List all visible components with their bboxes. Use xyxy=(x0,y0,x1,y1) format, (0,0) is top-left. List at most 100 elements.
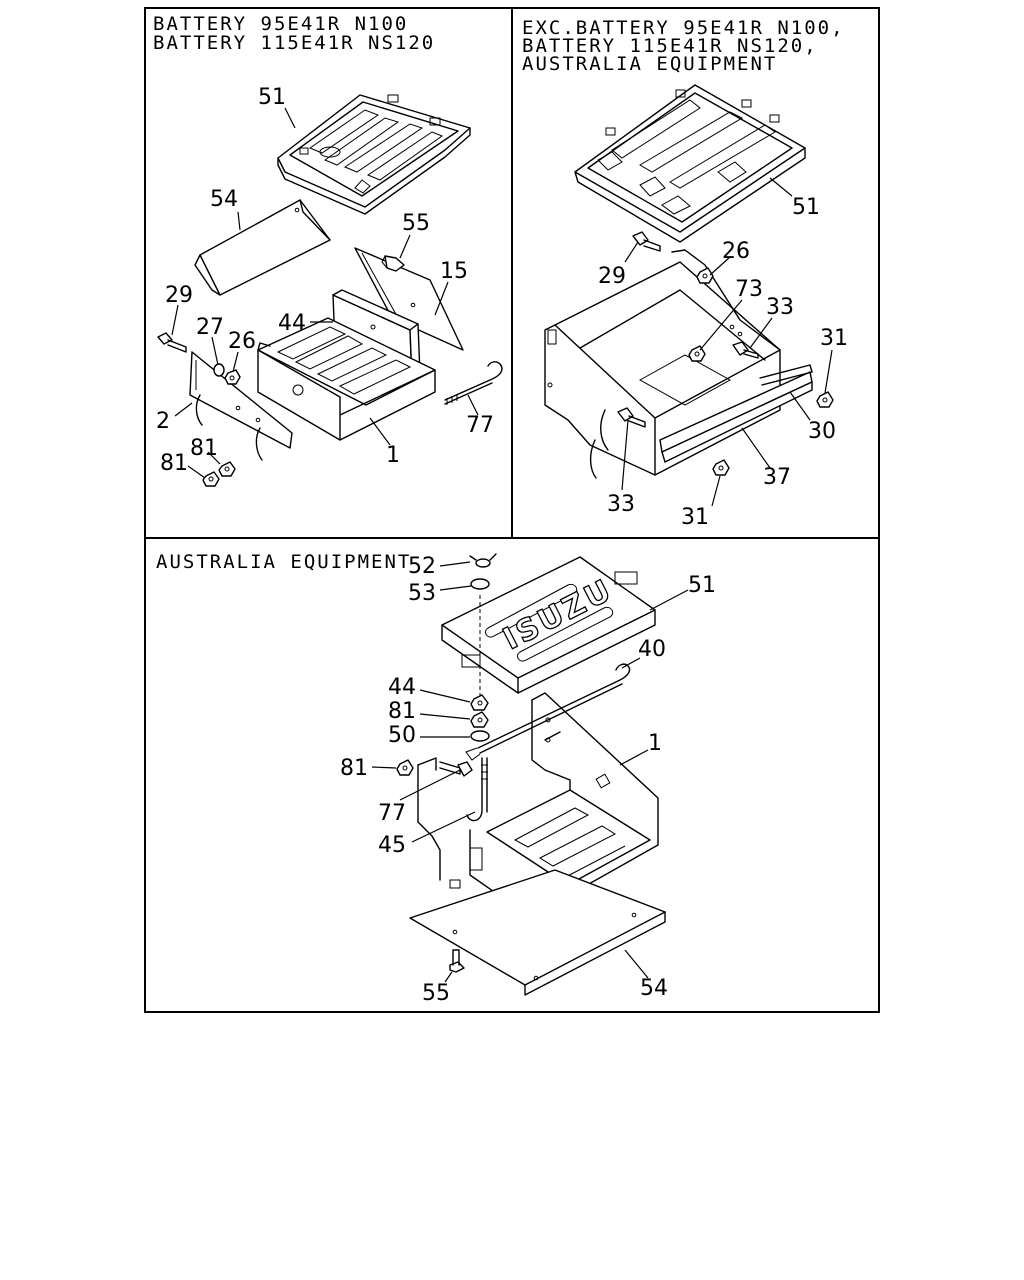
panel-b-nut-73 xyxy=(688,345,706,362)
leader-a-55 xyxy=(399,234,411,259)
callout-b-26: 26 xyxy=(722,239,750,264)
leader-c-77 xyxy=(399,769,461,801)
panel-a-washer-27 xyxy=(213,363,225,377)
panel-b-bolt-33-upper xyxy=(732,341,759,359)
panel-c-base-plate xyxy=(409,869,666,996)
panel-b-nut-31-upper xyxy=(816,391,834,408)
panel-a-battery-cover xyxy=(277,94,471,215)
callout-a-51: 51 xyxy=(258,85,286,110)
panel-a-header-line-1: BATTERY 95E41R N100 xyxy=(153,13,408,35)
callout-c-53: 53 xyxy=(408,581,436,606)
callout-a-77: 77 xyxy=(466,413,494,438)
leader-a-27 xyxy=(211,336,219,366)
panel-a-battery-tray xyxy=(257,317,436,441)
leader-c-44 xyxy=(419,689,471,703)
panel-b-nut-26 xyxy=(696,267,714,284)
callout-b-73: 73 xyxy=(735,277,763,302)
panel-c-nut-44 xyxy=(470,694,489,711)
leader-c-81-side xyxy=(371,766,397,769)
leader-a-51 xyxy=(284,107,296,129)
callout-b-51: 51 xyxy=(792,195,820,220)
callout-b-30: 30 xyxy=(808,419,836,444)
leader-c-52 xyxy=(439,561,471,567)
callout-a-81-lower: 81 xyxy=(160,451,188,476)
callout-b-37: 37 xyxy=(763,465,791,490)
panel-c-washer-50 xyxy=(470,730,490,742)
callout-b-33-upper: 33 xyxy=(766,295,794,320)
leader-c-45 xyxy=(411,811,476,843)
panel-a-nut-81-lower xyxy=(202,471,220,487)
leader-c-81-top xyxy=(419,713,471,720)
callout-b-29: 29 xyxy=(598,264,626,289)
panel-c: AUSTRALIA EQUIPMENT ISUZU xyxy=(156,551,716,1006)
leader-a-2 xyxy=(174,402,193,417)
callout-b-31-upper: 31 xyxy=(820,326,848,351)
callout-c-1: 1 xyxy=(648,731,662,756)
panel-c-bracket xyxy=(417,757,441,881)
callout-c-55: 55 xyxy=(422,981,450,1006)
panel-b-nut-31-lower xyxy=(712,459,730,476)
panel-b-header-line-1: EXC.BATTERY 95E41R N100, xyxy=(522,17,845,39)
leader-a-15 xyxy=(434,281,449,316)
callout-a-81-upper: 81 xyxy=(190,436,218,461)
panel-a: BATTERY 95E41R N100 BATTERY 115E41R NS12… xyxy=(153,13,503,487)
panel-b-bracket-bar xyxy=(759,364,813,386)
panel-b-bolt-29 xyxy=(632,231,661,252)
callout-c-44: 44 xyxy=(388,675,416,700)
panel-b-bolt-33-lower xyxy=(617,407,646,428)
callout-c-45: 45 xyxy=(378,833,406,858)
leader-a-26 xyxy=(232,351,239,373)
leader-c-40 xyxy=(621,657,641,669)
panel-c-washer-53 xyxy=(470,578,490,590)
panel-c-battery-cover: ISUZU xyxy=(441,556,656,694)
leader-b-31-upper xyxy=(824,349,833,394)
leader-a-81-upper xyxy=(207,451,221,465)
leader-b-51 xyxy=(769,177,793,197)
panel-a-bolt-55 xyxy=(381,255,405,272)
panel-a-front-plate xyxy=(354,247,464,351)
leader-c-51 xyxy=(649,589,689,611)
callout-a-44: 44 xyxy=(278,311,306,336)
panel-c-wing-nut-52 xyxy=(469,553,497,568)
panel-c-bolt-55 xyxy=(449,949,465,973)
leader-c-54 xyxy=(624,949,649,979)
callout-c-52: 52 xyxy=(408,554,436,579)
panel-b: EXC.BATTERY 95E41R N100, BATTERY 115E41R… xyxy=(522,17,848,530)
leader-b-37 xyxy=(741,427,771,469)
leader-a-1 xyxy=(369,417,391,446)
leader-b-29 xyxy=(624,241,639,263)
callout-a-55: 55 xyxy=(402,211,430,236)
panel-a-nut-26 xyxy=(224,369,241,385)
panel-b-header-line-2: BATTERY 115E41R NS120, xyxy=(522,35,818,57)
callout-b-33-lower: 33 xyxy=(607,492,635,517)
callout-c-50: 50 xyxy=(388,723,416,748)
panel-a-header-line-2: BATTERY 115E41R NS120 xyxy=(153,32,435,54)
callout-c-77: 77 xyxy=(378,801,406,826)
panel-b-header-line-3: AUSTRALIA EQUIPMENT xyxy=(522,53,777,75)
callout-c-81-side: 81 xyxy=(340,756,368,781)
panel-b-hold-down-bar xyxy=(659,371,813,463)
callout-a-54: 54 xyxy=(210,187,238,212)
panel-c-nut-81-top xyxy=(470,711,489,728)
callout-a-15: 15 xyxy=(440,259,468,284)
leader-b-73 xyxy=(699,299,743,351)
leader-a-54 xyxy=(237,211,241,231)
callout-c-40: 40 xyxy=(638,637,666,662)
callout-b-31-lower: 31 xyxy=(681,505,709,530)
leader-b-31-lower xyxy=(711,475,721,507)
leader-c-55 xyxy=(444,971,453,983)
panel-a-bolt-29 xyxy=(157,332,187,353)
leader-c-53 xyxy=(439,585,472,591)
panel-b-battery-tray xyxy=(544,249,781,479)
panel-c-hold-down-rod xyxy=(465,663,631,761)
callout-c-51: 51 xyxy=(688,573,716,598)
panel-c-bolt-77 xyxy=(439,761,473,777)
panel-a-heat-shield xyxy=(194,199,331,296)
leader-c-1 xyxy=(619,749,649,766)
leader-b-26 xyxy=(709,256,731,276)
panel-a-front-bracket xyxy=(189,351,293,461)
callout-a-1: 1 xyxy=(386,443,400,468)
callout-c-81-top: 81 xyxy=(388,699,416,724)
leader-a-77 xyxy=(467,394,479,416)
callout-c-54: 54 xyxy=(640,976,668,1001)
